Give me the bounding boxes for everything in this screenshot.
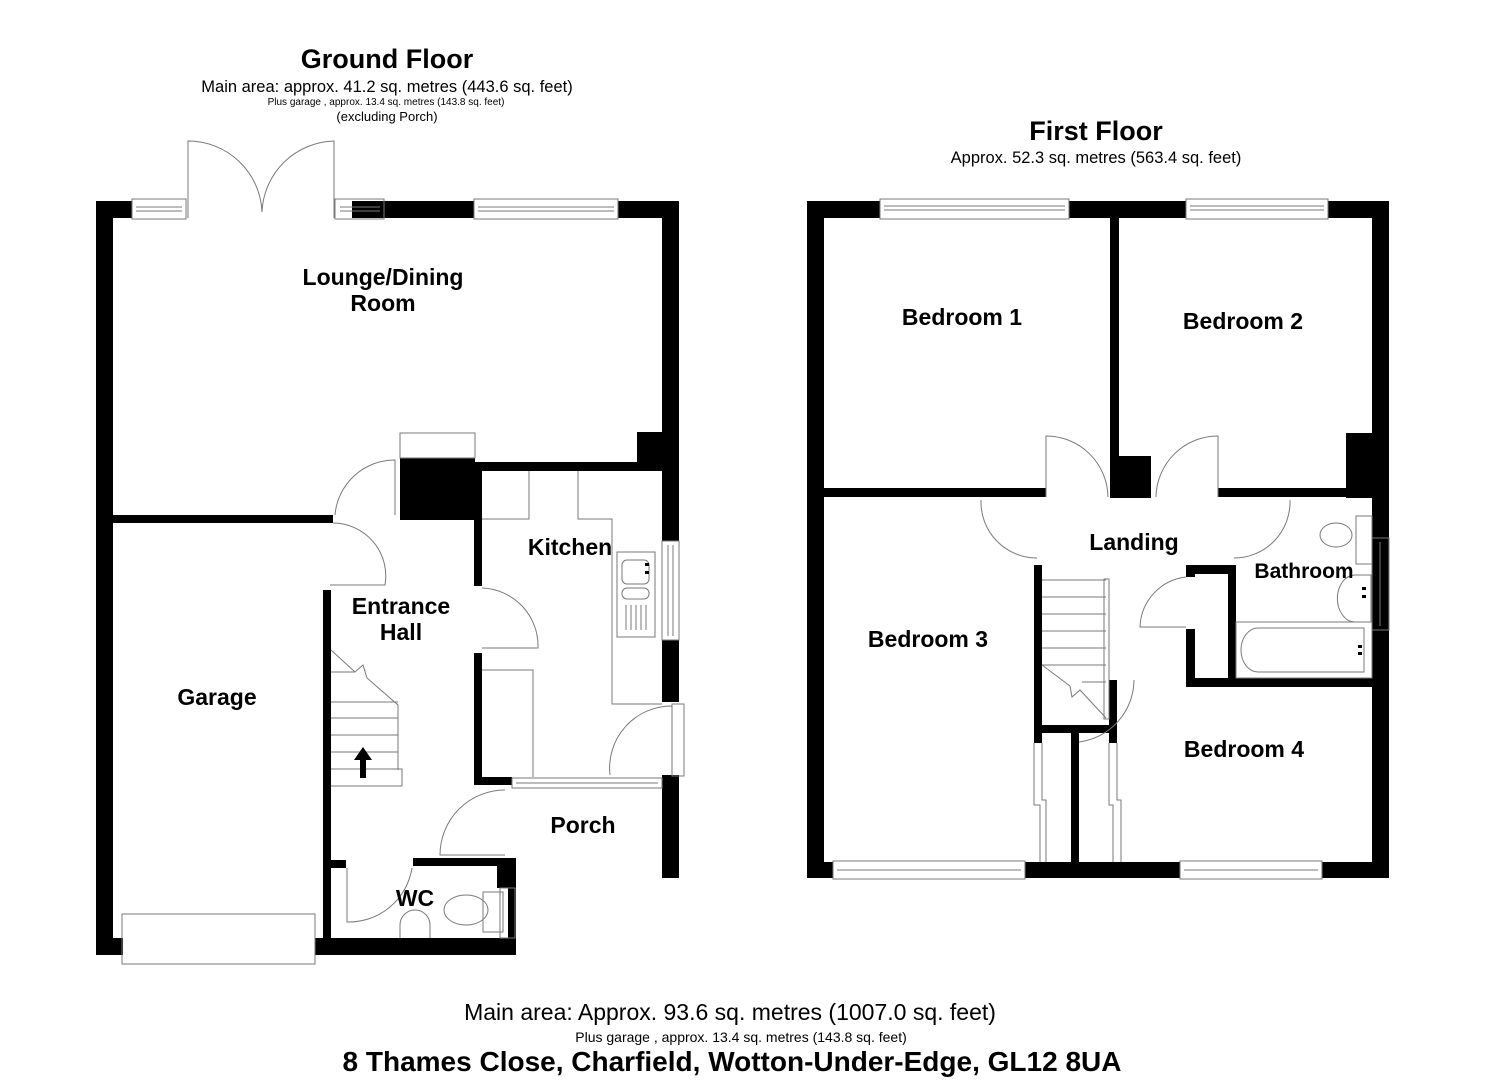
total-garage-area: Plus garage , approx. 13.4 sq. metres (1… <box>575 1029 907 1045</box>
ground-floor-walls <box>96 201 679 955</box>
ground-floor-garage-area: Plus garage , approx. 13.4 sq. metres (1… <box>267 97 505 108</box>
first-floor-fixtures <box>832 198 1390 880</box>
room-label-bathroom: Bathroom <box>1254 560 1354 583</box>
room-label-lounge-dining: Lounge/Dining Room <box>302 264 464 317</box>
ground-floor-area: Main area: approx. 41.2 sq. metres (443.… <box>201 78 573 96</box>
room-label-garage: Garage <box>177 684 257 710</box>
room-label-landing: Landing <box>1089 529 1179 555</box>
first-floor-title: First Floor <box>1029 116 1163 146</box>
first-floor-walls <box>807 201 1389 878</box>
first-floor-area: Approx. 52.3 sq. metres (563.4 sq. feet) <box>950 149 1242 167</box>
room-label-kitchen: Kitchen <box>527 534 613 560</box>
room-label-bedroom-3: Bedroom 3 <box>867 626 989 652</box>
stairs-up-arrow-icon <box>354 747 372 778</box>
ground-floor-note: (excluding Porch) <box>336 109 438 124</box>
room-label-bedroom-2: Bedroom 2 <box>1182 308 1304 334</box>
total-area: Main area: Approx. 93.6 sq. metres (1007… <box>464 999 996 1025</box>
room-label-entrance-hall: Entrance Hall <box>351 593 451 646</box>
ground-floor-title: Ground Floor <box>300 44 474 74</box>
room-label-wc: WC <box>395 885 435 911</box>
property-address: 8 Thames Close, Charfield, Wotton-Under-… <box>342 1046 1122 1077</box>
room-label-bedroom-4: Bedroom 4 <box>1183 736 1305 762</box>
room-label-bedroom-1: Bedroom 1 <box>901 304 1023 330</box>
room-label-porch: Porch <box>550 812 616 838</box>
